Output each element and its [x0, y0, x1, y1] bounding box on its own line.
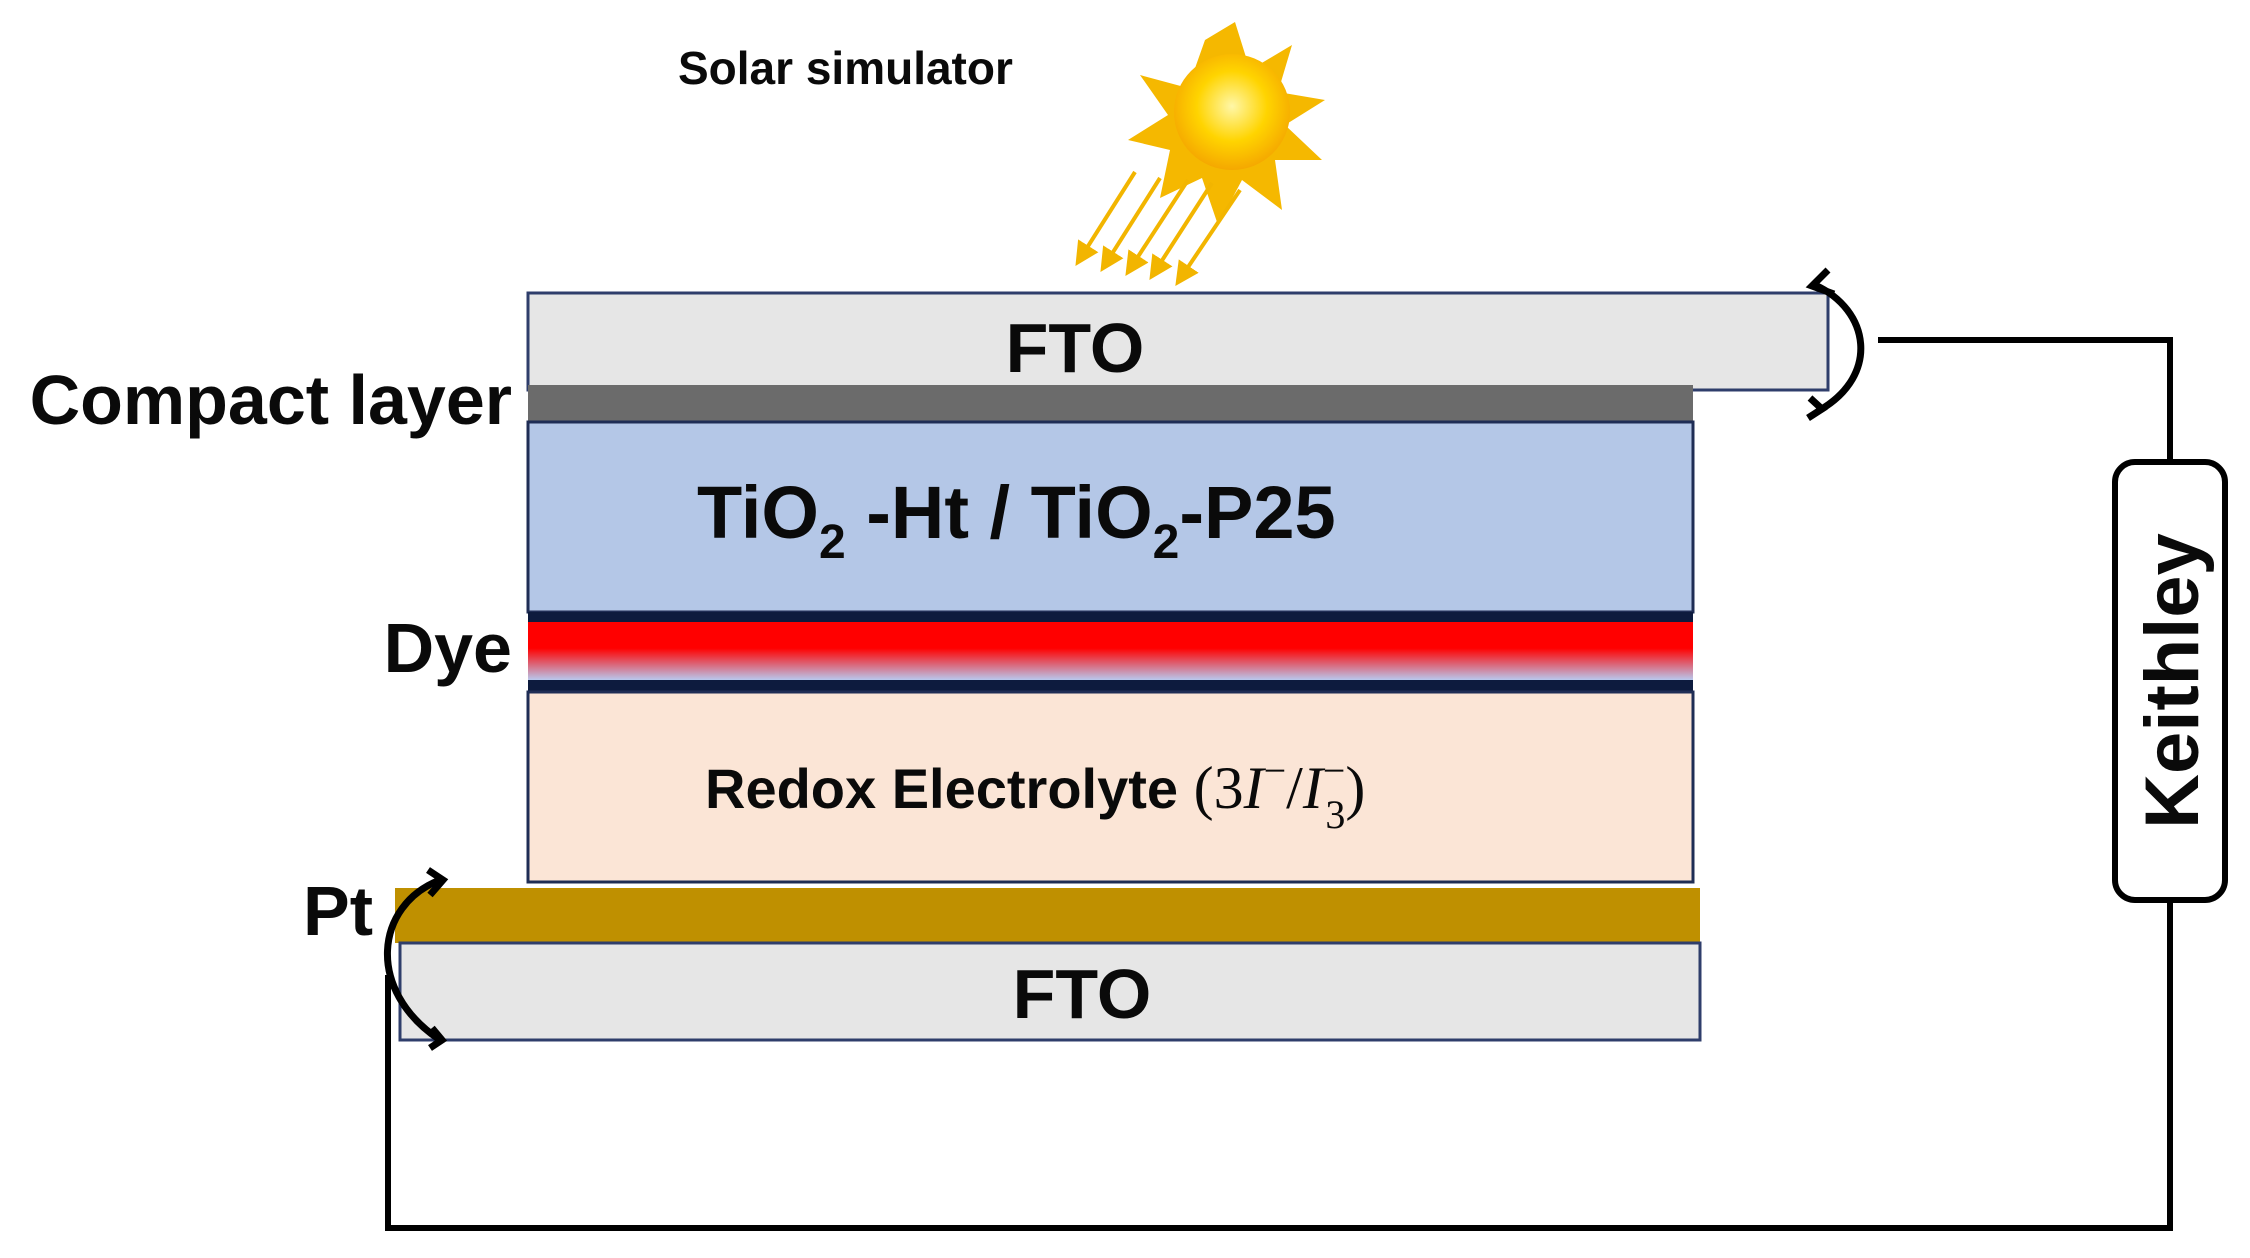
fto-bottom-label: FTO — [1013, 955, 1152, 1033]
solar-simulator-label: Solar simulator — [678, 42, 1013, 94]
pt-layer — [395, 888, 1700, 943]
keithley-meter-icon — [2112, 459, 2228, 903]
compact-layer-label: Compact layer — [30, 361, 512, 439]
pt-label: Pt — [303, 872, 373, 950]
compact-layer — [528, 385, 1693, 422]
light-rays-icon — [1075, 170, 1242, 286]
fto-bottom-layer — [398, 941, 1702, 1042]
dye-label: Dye — [384, 609, 512, 687]
electron-flow-arrow-top — [1805, 267, 1865, 421]
fto-top-label: FTO — [1006, 309, 1145, 387]
electrolyte-layer — [526, 690, 1695, 884]
external-circuit-wire — [385, 337, 2173, 1231]
dye-layer — [528, 612, 1693, 692]
fto-top-layer — [526, 291, 1830, 392]
sun-icon — [1128, 22, 1325, 225]
electrolyte-label: Redox Electrolyte (3I−/I−3) — [705, 748, 1365, 837]
tio2-layer — [526, 420, 1695, 614]
keithley-label: Keithley — [2130, 533, 2215, 829]
tio2-label: TiO2 -Ht / TiO2-P25 — [697, 471, 1336, 569]
electron-flow-arrow-bottom — [384, 867, 449, 1051]
